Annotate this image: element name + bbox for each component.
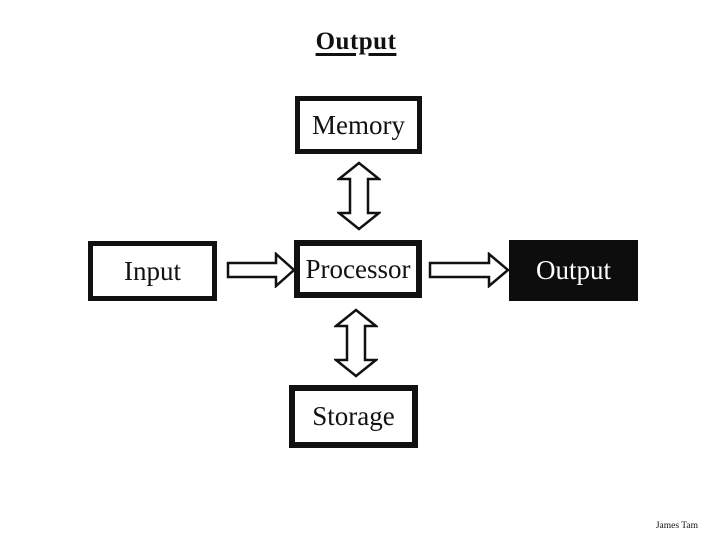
node-input-label: Input [124, 255, 181, 286]
node-processor: Processor [294, 240, 422, 298]
node-storage-label: Storage [312, 401, 395, 431]
arrow-right-icon [428, 252, 510, 288]
node-memory-label: Memory [312, 109, 405, 140]
arrow-right-icon [226, 252, 296, 288]
node-output: Output [509, 240, 638, 301]
node-memory: Memory [295, 96, 422, 154]
double-arrow-vertical-icon [334, 308, 378, 378]
node-processor-label: Processor [305, 253, 411, 284]
connector-input-processor [226, 252, 296, 288]
node-storage: Storage [289, 385, 418, 448]
node-output-label: Output [535, 255, 611, 285]
connector-processor-storage [334, 308, 378, 378]
connector-processor-output [428, 252, 510, 288]
slide-title: Output [315, 28, 397, 55]
double-arrow-vertical-icon [337, 161, 381, 231]
node-input: Input [88, 241, 217, 301]
author-credit: James Tam [655, 521, 698, 531]
connector-memory-processor [337, 161, 381, 231]
